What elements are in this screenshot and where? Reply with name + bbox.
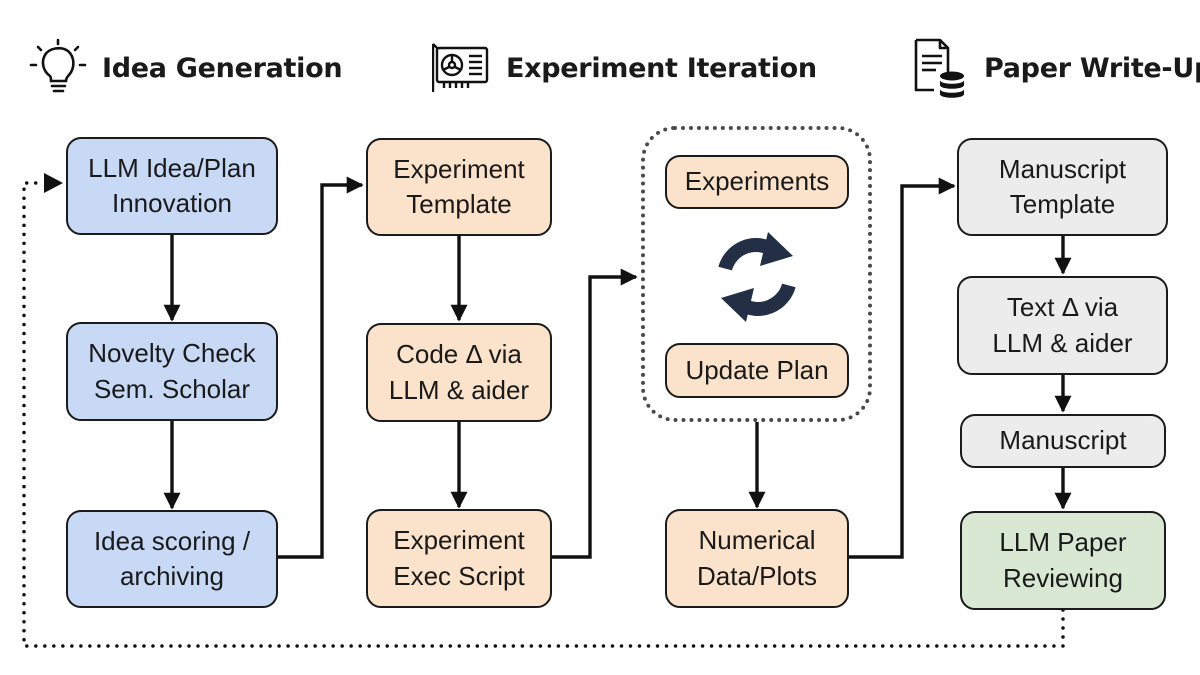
- arrow-scoring-to-template: [277, 176, 364, 559]
- node-idea-scoring-archiving: Idea scoring / archiving: [66, 510, 278, 608]
- node-experiments: Experiments: [665, 155, 849, 209]
- node-experiment-exec-script: Experiment Exec Script: [366, 509, 552, 608]
- node-manuscript-template: Manuscript Template: [957, 138, 1168, 236]
- node-llm-idea-plan-innovation: LLM Idea/Plan Innovation: [66, 137, 278, 235]
- experiment-loop-container: [641, 126, 872, 422]
- column-header-experiment-iteration: Experiment Iteration: [432, 38, 817, 98]
- gpu-card-icon: [432, 43, 489, 92]
- column-title: Idea Generation: [102, 52, 343, 84]
- column-title: Experiment Iteration: [506, 52, 817, 84]
- column-header-idea-generation: Idea Generation: [28, 38, 343, 98]
- arrow-exec-to-loop: [550, 268, 638, 559]
- node-text-delta-via-llm: Text Δ via LLM & aider: [957, 276, 1168, 375]
- node-code-delta-via-llm: Code Δ via LLM & aider: [366, 323, 552, 422]
- document-database-icon: [914, 38, 964, 98]
- node-manuscript: Manuscript: [960, 414, 1166, 468]
- arrow-numerical-to-manuscript-template: [849, 177, 956, 559]
- feedback-loop-arrowhead: [44, 173, 63, 193]
- refresh-cycle-icon: [718, 232, 796, 322]
- column-header-paper-write-up: Paper Write-Up: [910, 38, 1200, 98]
- node-llm-paper-reviewing: LLM Paper Reviewing: [960, 511, 1166, 610]
- node-update-plan: Update Plan: [665, 343, 849, 398]
- lightbulb-icon: [29, 38, 87, 93]
- node-experiment-template: Experiment Template: [366, 138, 552, 236]
- node-numerical-data-plots: Numerical Data/Plots: [665, 509, 849, 608]
- node-novelty-check: Novelty Check Sem. Scholar: [66, 322, 278, 421]
- column-title: Paper Write-Up: [984, 52, 1200, 84]
